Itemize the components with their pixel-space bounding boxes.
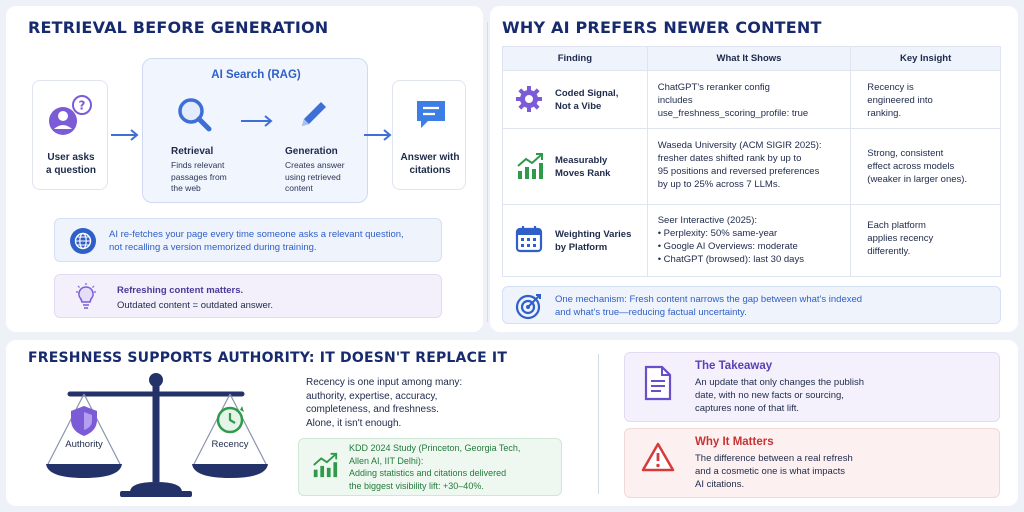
table-row: Measurably Moves Rank Waseda University … [502, 128, 1001, 205]
authority-panel: FRESHNESS SUPPORTS AUTHORITY: IT DOESN'T… [6, 340, 1018, 506]
refresh-note: Refreshing content matters. Outdated con… [54, 274, 442, 318]
answer-card: Answer with citations [392, 80, 466, 190]
lightbulb-icon [75, 283, 97, 311]
insight-text: Strong, consistent effect across models … [867, 148, 968, 185]
shows-text: ChatGPT's reranker config includes use_f… [657, 82, 809, 119]
divider [598, 354, 599, 494]
finding-label: Coded Signal, Not a Vibe [555, 88, 619, 112]
insight-text: Recency is engineered into ranking. [867, 82, 933, 119]
matters-text: The difference between a real refresh an… [695, 453, 853, 490]
target-icon [515, 292, 543, 320]
gear-icon [515, 85, 543, 113]
clock-refresh-icon [214, 404, 246, 436]
table-row: Weighting Varies by Platform Seer Intera… [502, 204, 1001, 277]
magnifier-icon [175, 95, 215, 135]
mechanism-note: One mechanism: Fresh content narrows the… [502, 286, 1001, 324]
takeaway-text: An update that only changes the publish … [695, 377, 865, 414]
retrieval-step-desc: Finds relevant passages from the web [171, 160, 227, 193]
table-header: Finding [502, 46, 648, 71]
kdd-text: KDD 2024 Study (Princeton, Georgia Tech,… [349, 443, 521, 491]
user-label: User asks a question [45, 152, 96, 176]
divider [487, 22, 488, 322]
rag-box: AI Search (RAG) Retrieval Finds relevant… [142, 58, 368, 203]
newer-content-panel: WHY AI PREFERS NEWER CONTENT Finding Wha… [490, 6, 1018, 332]
arrow-icon [363, 129, 393, 141]
recency-paragraph: Recency is one input among many: authori… [306, 377, 463, 429]
shows-text: Seer Interactive (2025): • Perplexity: 5… [657, 215, 804, 265]
retrieval-title: RETRIEVAL BEFORE GENERATION [28, 18, 329, 37]
matters-card: Why It Matters The difference between a … [624, 428, 1000, 498]
shield-icon [68, 404, 100, 438]
finding-label: Weighting Varies by Platform [555, 229, 632, 253]
trend-chart-icon [311, 451, 339, 479]
table-row: Coded Signal, Not a Vibe ChatGPT's reran… [502, 70, 1001, 129]
generation-step-title: Generation [285, 146, 338, 157]
takeaway-title: The Takeaway [695, 360, 773, 372]
arrow-icon [240, 115, 274, 127]
rag-label: AI Search (RAG) [211, 69, 301, 81]
table-header: Key Insight [850, 46, 1001, 71]
mechanism-text: One mechanism: Fresh content narrows the… [555, 294, 863, 318]
refetch-note: AI re-fetches your page every time someo… [54, 218, 442, 262]
insight-text: Each platform applies recency differentl… [867, 220, 934, 257]
shows-text: Waseda University (ACM SIGIR 2025): fres… [657, 140, 822, 190]
authority-title: FRESHNESS SUPPORTS AUTHORITY: IT DOESN'T… [28, 350, 508, 366]
retrieval-step-title: Retrieval [171, 146, 214, 157]
newer-content-title: WHY AI PREFERS NEWER CONTENT [502, 18, 822, 37]
svg-text:?: ? [79, 99, 86, 113]
answer-label: Answer with citations [400, 152, 460, 176]
calendar-icon [515, 225, 543, 253]
globe-icon [69, 227, 97, 255]
trend-chart-icon [515, 151, 545, 181]
matters-title: Why It Matters [695, 436, 774, 448]
table-header: What It Shows [646, 46, 852, 71]
balance-scale-icon [34, 370, 284, 500]
finding-label: Measurably Moves Rank [555, 155, 611, 179]
refresh-title: Refreshing content matters. [117, 285, 244, 296]
retrieval-panel: RETRIEVAL BEFORE GENERATION ? User asks … [6, 6, 483, 332]
user-icon: ? [47, 95, 93, 139]
chat-icon [414, 97, 448, 131]
recency-label: Recency [211, 439, 249, 450]
pencil-icon [293, 95, 333, 135]
generation-step-desc: Creates answer using retrieved content [285, 160, 345, 193]
refresh-sub: Outdated content = outdated answer. [117, 300, 274, 311]
document-icon [643, 365, 673, 401]
takeaway-card: The Takeaway An update that only changes… [624, 352, 1000, 422]
refetch-text: AI re-fetches your page every time someo… [109, 229, 404, 253]
authority-label: Authority [65, 439, 103, 450]
findings-table: Finding What It Shows Key Insight [502, 46, 1001, 277]
warning-icon [641, 441, 675, 473]
kdd-note: KDD 2024 Study (Princeton, Georgia Tech,… [298, 438, 562, 496]
arrow-icon [110, 129, 140, 141]
user-card: ? User asks a question [32, 80, 108, 190]
